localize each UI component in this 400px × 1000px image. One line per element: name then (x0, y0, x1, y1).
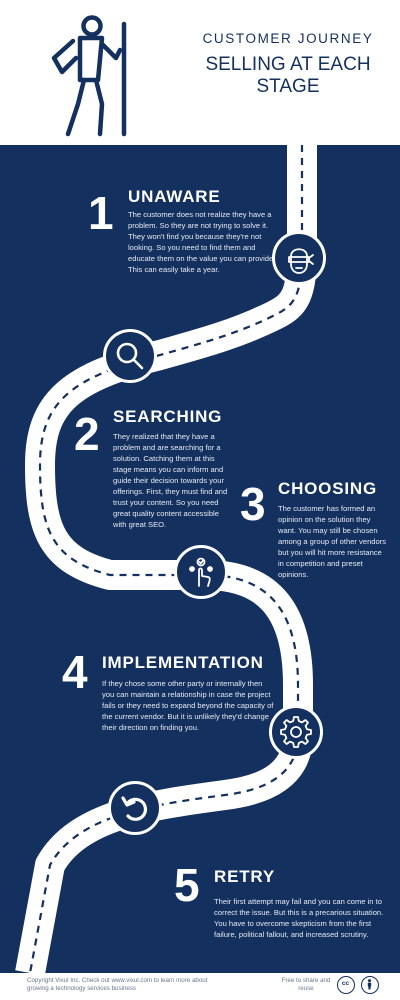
header: CUSTOMER JOURNEY SELLING AT EACH STAGE (0, 0, 400, 145)
hiker-icon (51, 15, 127, 137)
header-kicker: CUSTOMER JOURNEY (202, 31, 374, 46)
stage-4-title: IMPLEMENTATION (102, 653, 264, 672)
stage-1-icon-circle (272, 231, 326, 285)
stage-2-text: They realized that they have a problem a… (113, 432, 228, 529)
stage-2-icon-circle (103, 329, 157, 383)
stage-2-number: 2 (74, 408, 100, 460)
stage-5-text: Their first attempt may fail and you can… (214, 897, 384, 939)
stage-3-text: The customer has formed an opinion on th… (278, 504, 387, 579)
blindfolded-face-icon (288, 248, 314, 274)
stage-3-number: 3 (240, 478, 266, 530)
stage-1-number: 1 (88, 187, 114, 239)
attribution-person-icon (361, 976, 379, 994)
gear-icon (280, 716, 312, 748)
creative-commons-icon: cc (337, 976, 355, 994)
stage-3-icon-circle (174, 545, 228, 599)
footer: Copyright Vixul Inc. Check out www.vixul… (0, 973, 400, 1000)
stage-1-text: The customer does not realize they have … (128, 210, 276, 274)
winding-road (15, 145, 317, 973)
stage-4-text: If they chose some other party or intern… (102, 679, 274, 732)
stage-3-title: CHOOSING (278, 479, 377, 498)
stage-5-icon-circle (108, 781, 162, 835)
share-text: Free to share and reuse (281, 977, 331, 992)
stage-4-icon-circle (269, 705, 323, 759)
cc-badge-label: cc (341, 980, 350, 987)
stage-5-number: 5 (174, 859, 200, 911)
magnifier-icon (116, 342, 144, 370)
retry-arrow-icon (121, 796, 148, 821)
stage-4-number: 4 (62, 646, 88, 698)
copyright-text: Copyright Vixul Inc. Check out www.vixul… (27, 977, 208, 992)
stage-1-title: UNAWARE (128, 187, 221, 206)
stage-5-title: RETRY (214, 867, 275, 886)
stage-2-title: SEARCHING (113, 407, 223, 426)
page-title: SELLING AT EACH STAGE (205, 54, 371, 97)
journey-panel: 1 UNAWARE The customer does not realize … (0, 145, 400, 973)
hand-choosing-icon (189, 557, 213, 587)
